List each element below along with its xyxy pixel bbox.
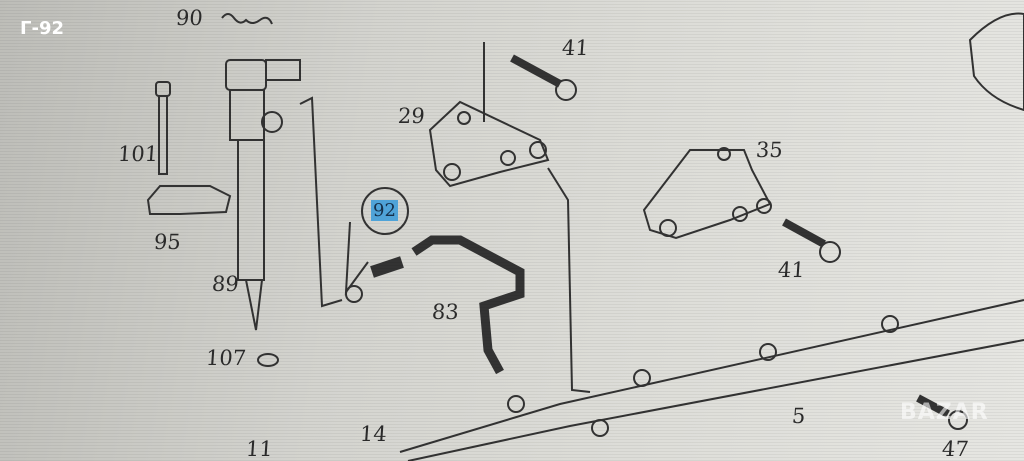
label-part-11: 11 [245,437,274,461]
label-part-95: 95 [153,230,182,254]
seal-part-107 [257,353,279,367]
label-part-5: 5 [791,404,807,428]
label-part-41: 41 [561,36,590,60]
bolt-part-41 [510,54,577,101]
label-part-107: 107 [205,346,247,370]
watermark-logo: BAZAR [900,400,989,425]
label-part-35: 35 [755,138,784,162]
label-part-89: 89 [211,272,240,296]
bolt-part-41-lower [782,218,841,263]
label-part-29: 29 [397,104,426,128]
label-part-14: 14 [359,422,388,446]
label-part-101: 101 [117,142,159,166]
bolt-part-101 [155,81,171,175]
label-part-47: 47 [941,437,970,461]
label-part-83: 83 [431,300,460,324]
fitting-part-92 [345,256,404,303]
pipe-part-83 [411,235,525,375]
fuel-rail-part-5 [399,299,1024,461]
clamp-part-95 [146,185,232,215]
highlighted-part-number: 92 [371,200,398,221]
label-part-41-lower: 41 [777,258,806,282]
wire-part-90 [221,13,273,25]
overlay-tag: Г-92 [20,18,64,39]
bolt-part-47 [916,394,968,430]
injector-part-89 [225,59,301,331]
callout-part-92[interactable]: 92 [361,187,409,235]
pump-housing [968,12,1024,112]
bracket-part-29 [428,100,550,188]
bracket-part-35 [642,147,772,240]
label-part-90: 90 [175,6,204,30]
